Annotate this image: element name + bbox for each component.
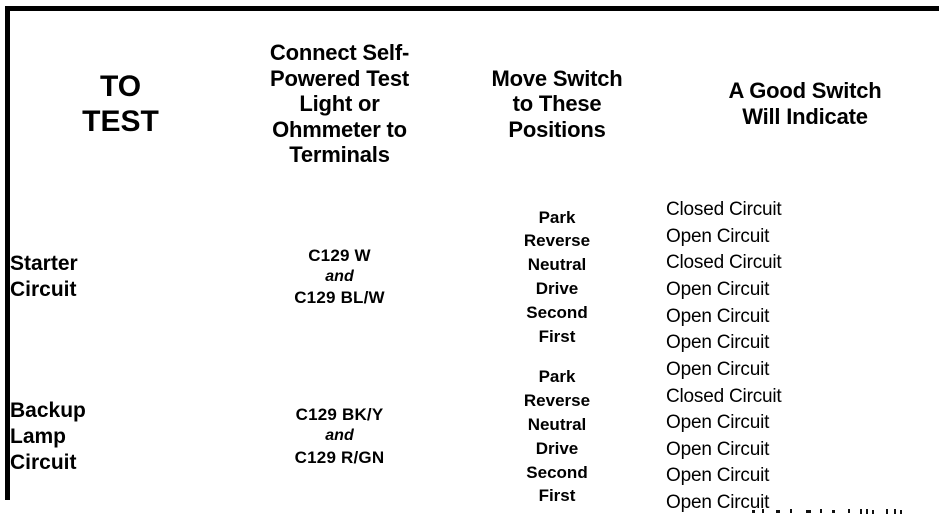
column-header-connect-terminals: Connect Self- Powered Test Light or Ohmm…: [231, 11, 448, 197]
terminals-starter-circuit: C129 W and C129 BL/W: [231, 197, 448, 357]
circuit-indication: Open Circuit: [666, 305, 770, 327]
switch-position: Second: [526, 302, 588, 322]
positions-backup-lamp-circuit: Park Reverse Neutral Drive Second First: [448, 357, 666, 517]
switch-position: Reverse: [523, 231, 591, 251]
terminal-first: C129 BK/Y: [295, 405, 384, 425]
table-row: Backup Lamp Circuit C129 BK/Y and C129 R…: [10, 357, 944, 517]
header-line: TEST: [82, 105, 159, 138]
switch-position: First: [538, 326, 576, 346]
row-label-backup-lamp-circuit: Backup Lamp Circuit: [10, 357, 231, 517]
row-label-line: Backup: [10, 399, 86, 423]
header-line: Terminals: [289, 142, 390, 168]
circuit-indication: Open Circuit: [666, 225, 770, 247]
circuit-indication: Open Circuit: [666, 359, 770, 380]
switch-position: Drive: [535, 279, 579, 298]
terminal-conjunction: and: [325, 267, 354, 285]
header-line: Light or: [299, 91, 380, 117]
table-header-row: TO TEST Connect Self- Powered Test Light…: [10, 11, 944, 197]
header-line: Connect Self-: [269, 40, 410, 66]
switch-position: Reverse: [523, 391, 591, 411]
row-label-line: Circuit: [10, 450, 77, 474]
column-header-to-test: TO TEST: [10, 11, 231, 197]
header-line: Ohmmeter to: [272, 116, 407, 142]
switch-position: Park: [538, 367, 576, 387]
terminals-backup-lamp-circuit: C129 BK/Y and C129 R/GN: [231, 357, 448, 517]
switch-position: Neutral: [527, 255, 587, 275]
circuit-indication: Open Circuit: [666, 491, 770, 513]
circuit-indication: Open Circuit: [666, 438, 770, 460]
circuit-indication: Closed Circuit: [666, 199, 782, 221]
terminal-first: C129 W: [308, 245, 371, 265]
row-label-starter-circuit: Starter Circuit: [10, 197, 231, 357]
switch-test-table: TO TEST Connect Self- Powered Test Light…: [10, 11, 944, 517]
row-label-line: Lamp: [10, 424, 67, 448]
indications-starter-circuit: Closed Circuit Open Circuit Closed Circu…: [666, 197, 944, 357]
circuit-indication: Open Circuit: [666, 279, 770, 300]
header-line: Powered Test: [269, 65, 409, 91]
switch-position: Second: [526, 462, 588, 482]
row-label-line: Starter: [10, 252, 78, 276]
switch-test-table-frame: TO TEST Connect Self- Powered Test Light…: [5, 6, 944, 517]
switch-position: Drive: [535, 438, 579, 458]
column-header-good-switch-indicate: A Good Switch Will Indicate: [666, 11, 944, 197]
switch-position: Park: [538, 207, 576, 227]
terminal-conjunction: and: [325, 427, 354, 445]
terminal-second: C129 R/GN: [294, 448, 385, 468]
switch-position: First: [538, 486, 576, 506]
header-line: Positions: [508, 116, 606, 142]
positions-starter-circuit: Park Reverse Neutral Drive Second First: [448, 197, 666, 357]
indications-backup-lamp-circuit: Open Circuit Closed Circuit Open Circuit…: [666, 357, 944, 517]
header-line: TO: [99, 69, 142, 103]
circuit-indication: Open Circuit: [666, 412, 770, 434]
switch-position: Neutral: [527, 414, 587, 434]
circuit-indication: Closed Circuit: [666, 385, 782, 407]
table-header: TO TEST Connect Self- Powered Test Light…: [10, 11, 944, 197]
table-body: Starter Circuit C129 W and C129 BL/W Par…: [10, 197, 944, 517]
header-line: A Good Switch: [728, 78, 882, 104]
circuit-indication: Open Circuit: [666, 332, 770, 354]
circuit-indication: Open Circuit: [666, 465, 770, 487]
terminal-second: C129 BL/W: [294, 288, 385, 308]
table-row: Starter Circuit C129 W and C129 BL/W Par…: [10, 197, 944, 357]
header-line: to These: [512, 91, 602, 117]
row-label-line: Circuit: [10, 278, 77, 301]
header-line: Move Switch: [491, 65, 623, 91]
column-header-move-switch: Move Switch to These Positions: [448, 11, 666, 197]
circuit-indication: Closed Circuit: [666, 252, 782, 274]
header-line: Will Indicate: [742, 104, 868, 129]
